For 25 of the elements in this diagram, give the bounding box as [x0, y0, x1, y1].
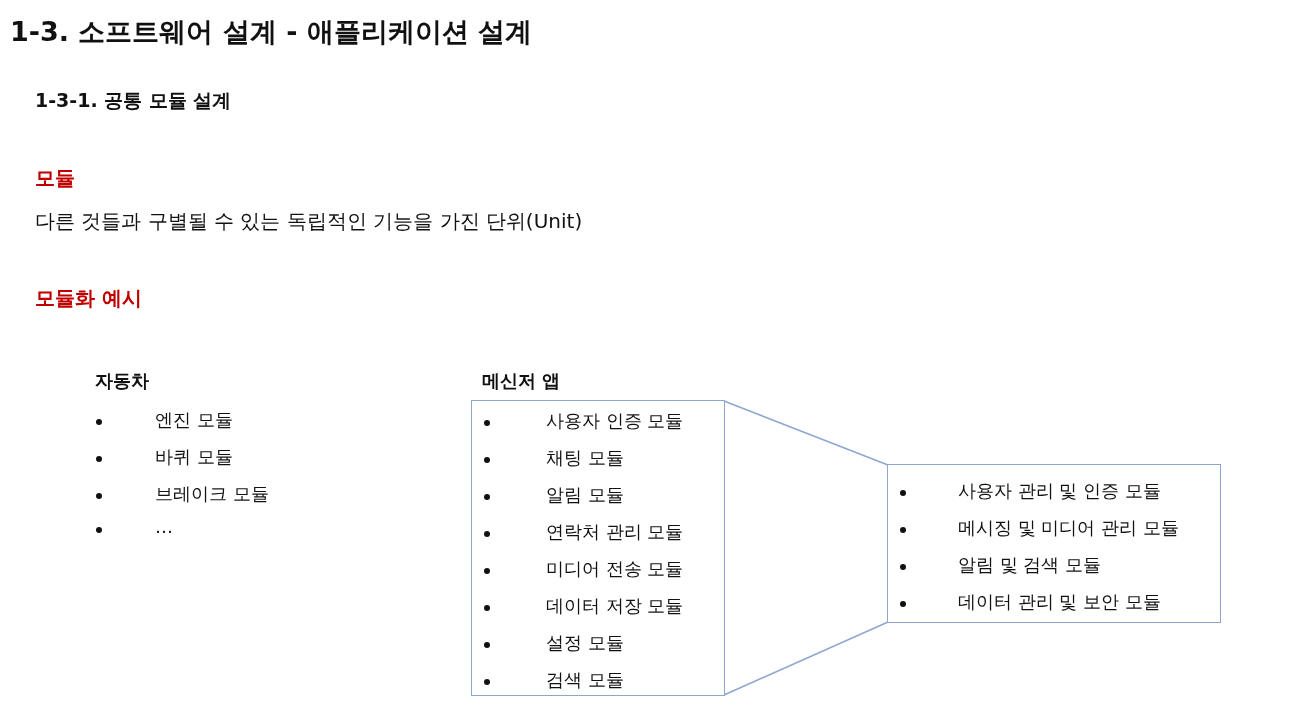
list-item: 알림 모듈 — [546, 483, 624, 507]
list-item: 알림 및 검색 모듈 — [958, 553, 1102, 577]
definition-text: 다른 것들과 구별될 수 있는 독립적인 기능을 가진 단위(Unit) — [35, 208, 583, 235]
slide-title: 1-3. 소프트웨어 설계 - 애플리케이션 설계 — [10, 15, 533, 49]
term-heading: 모듈화 예시 — [35, 285, 142, 312]
list-heading: 메신저 앱 — [482, 369, 561, 393]
list-item: 메시징 및 미디어 관리 모듈 — [958, 516, 1179, 540]
list-item: 데이터 저장 모듈 — [546, 594, 684, 618]
list-item: 채팅 모듈 — [546, 446, 624, 470]
list-item: 미디어 전송 모듈 — [546, 557, 684, 581]
list-item: 바퀴 모듈 — [155, 445, 233, 469]
connector-line — [723, 400, 889, 466]
list-item: 연락처 관리 모듈 — [546, 520, 684, 544]
section-heading: 1-3-1. 공통 모듈 설계 — [35, 88, 232, 113]
list-item: 데이터 관리 및 보안 모듈 — [958, 590, 1161, 614]
list-item: 엔진 모듈 — [155, 408, 233, 432]
list-item: 사용자 인증 모듈 — [546, 409, 684, 433]
list-item: 검색 모듈 — [546, 668, 624, 692]
list-item: 사용자 관리 및 인증 모듈 — [958, 479, 1161, 503]
list-item: 브레이크 모듈 — [155, 482, 269, 506]
connector-line — [723, 621, 889, 696]
term-heading: 모듈 — [35, 165, 75, 192]
list-item: … — [155, 516, 173, 537]
list-heading: 자동차 — [95, 369, 149, 393]
list-item: 설정 모듈 — [546, 631, 624, 655]
